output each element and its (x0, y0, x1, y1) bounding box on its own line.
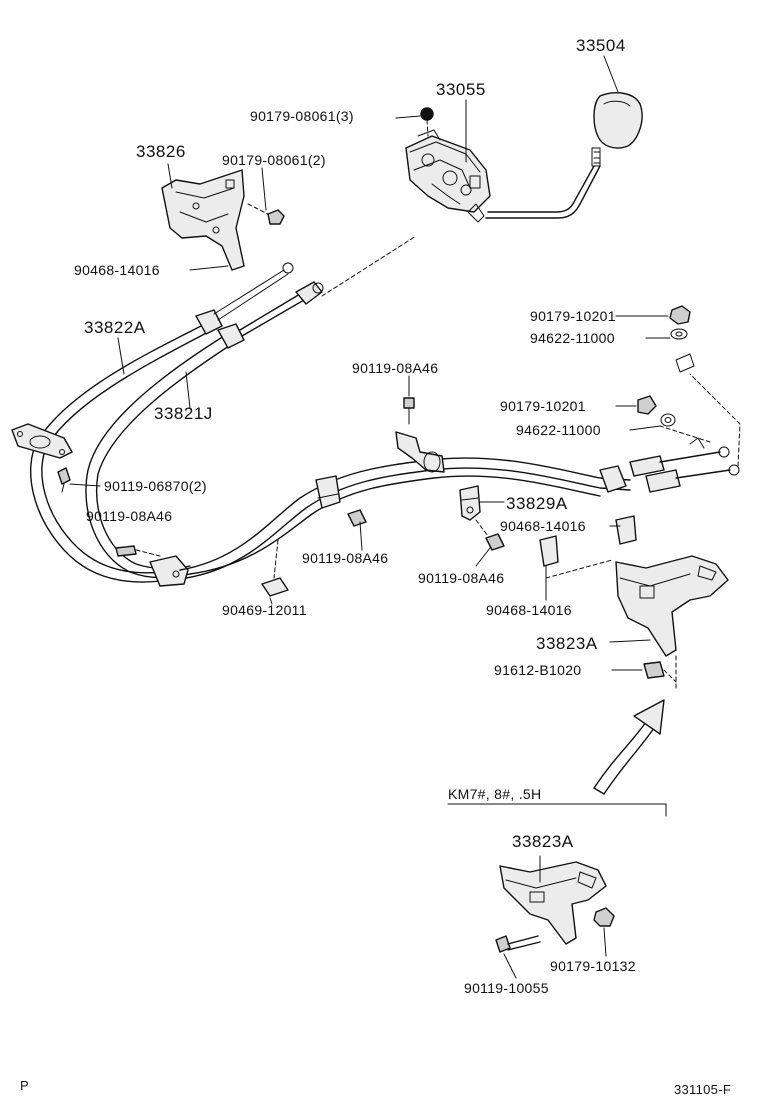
label-94622-11000-upper: 94622-11000 (530, 330, 615, 346)
label-90119-06870-2: 90119-06870(2) (104, 478, 207, 494)
label-33823a-upper: 33823A (536, 634, 598, 653)
label-90179-10132: 90179-10132 (550, 958, 636, 974)
label-90468-14016-bottom: 90468-14016 (486, 602, 572, 618)
clip-33829a (459, 485, 637, 579)
nuts-and-washers (637, 305, 691, 427)
label-91612-b1020: 91612-B1020 (494, 662, 582, 678)
leader-lines (69, 55, 671, 979)
label-90119-08a46-left: 90119-08A46 (86, 508, 173, 524)
label-33829a: 33829A (506, 494, 568, 513)
shift-assembly-33055 (405, 107, 491, 223)
main-cable-run (179, 353, 741, 597)
label-90468-14016-top: 90468-14016 (74, 262, 160, 278)
bracket-33823a-upper (615, 555, 729, 691)
label-90179-10201-upper: 90179-10201 (530, 308, 616, 324)
label-90179-10201-lower: 90179-10201 (500, 398, 586, 414)
label-94622-11000-lower: 94622-11000 (516, 422, 601, 438)
label-90119-10055: 90119-10055 (464, 980, 549, 996)
corner-left-mark: P (20, 1078, 29, 1093)
label-90119-08a46-mid: 90119-08A46 (302, 550, 389, 566)
diagram-code: 331105-F (674, 1082, 732, 1097)
label-90468-14016-mid: 90468-14016 (500, 518, 586, 534)
label-33823a-lower: 33823A (512, 832, 574, 851)
label-33055: 33055 (436, 80, 486, 99)
label-33821j: 33821J (154, 404, 213, 423)
variant-section (447, 803, 667, 817)
label-90179-08061-3: 90179-08061(3) (250, 108, 354, 124)
bracket-33826 (161, 169, 285, 271)
label-90119-08a46-top: 90119-08A46 (352, 360, 439, 376)
label-90469-12011: 90469-12011 (222, 602, 307, 618)
label-33822a: 33822A (84, 318, 146, 337)
control-cables (11, 235, 417, 587)
label-variant-note: KM7#, 8#, .5H (448, 786, 542, 802)
upgrade-arrow (593, 699, 665, 795)
shift-knob-33504 (485, 92, 643, 219)
bracket-33823a-lower (495, 861, 615, 953)
label-90179-08061-2: 90179-08061(2) (222, 152, 326, 168)
label-33826: 33826 (136, 142, 186, 161)
label-33504: 33504 (576, 36, 626, 55)
label-90119-08a46-right: 90119-08A46 (418, 570, 505, 586)
